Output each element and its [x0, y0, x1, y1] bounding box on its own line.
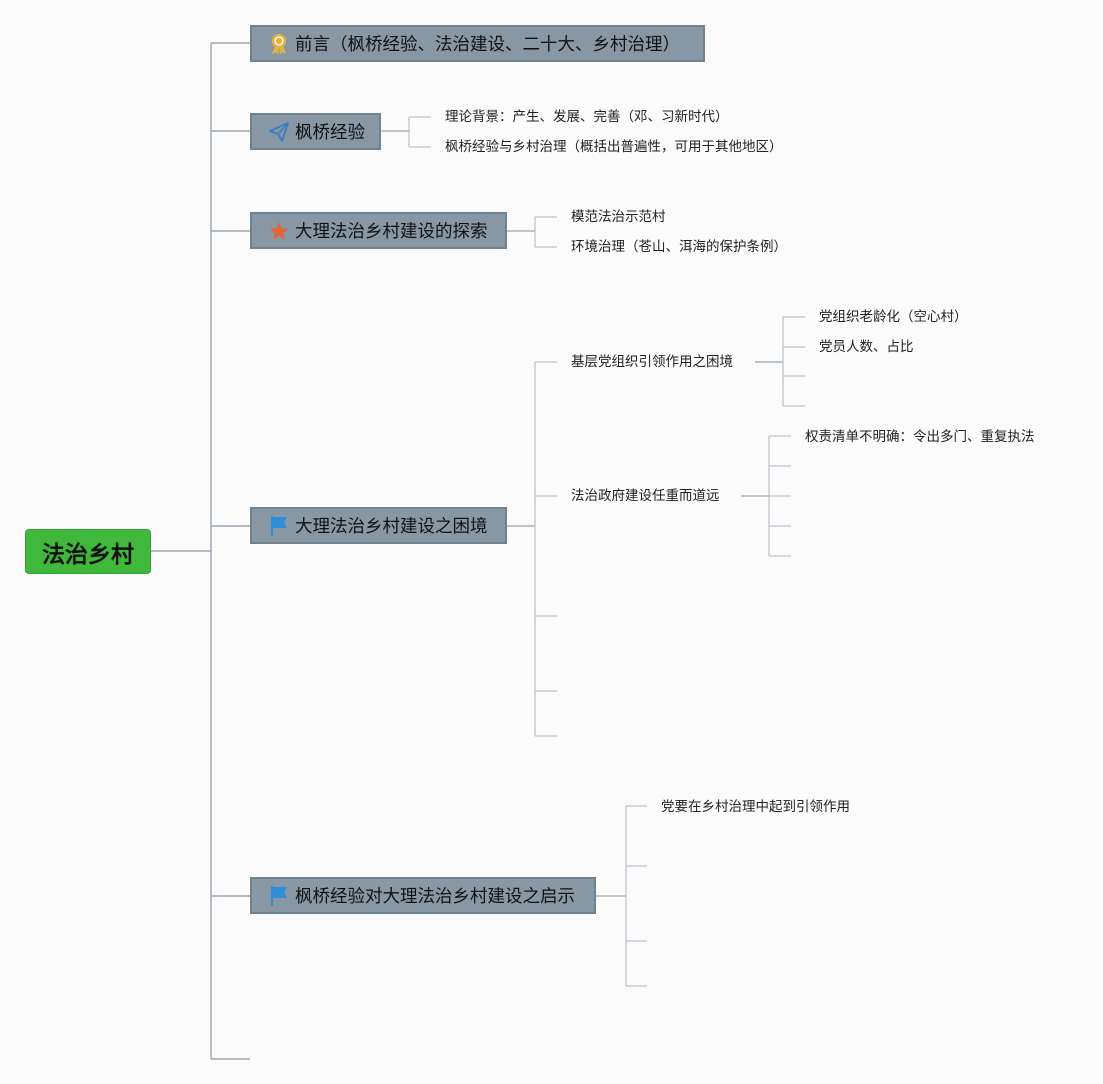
branch-dali-exploration[interactable]: 大理法治乡村建设的探索 [250, 212, 507, 249]
flag-icon [268, 515, 290, 537]
subtopic-fengqiao-rural-governance[interactable]: 枫桥经验与乡村治理（概括出普遍性，可用于其他地区） [445, 138, 783, 156]
subtopic-label: 党要在乡村治理中起到引领作用 [661, 799, 850, 815]
root-topic[interactable]: 法治乡村 [25, 529, 151, 574]
star-icon [268, 220, 290, 242]
root-topic-label: 法治乡村 [42, 541, 134, 568]
subtopic-party-organization-dilemma[interactable]: 基层党组织引领作用之困境 [571, 353, 733, 371]
paper-plane-icon [268, 121, 290, 143]
subtopic-label: 枫桥经验与乡村治理（概括出普遍性，可用于其他地区） [445, 139, 783, 155]
subtopic-responsibility-list[interactable]: 权责清单不明确：令出多门、重复执法 [805, 428, 1035, 446]
branch-fengqiao-experience[interactable]: 枫桥经验 [250, 113, 381, 150]
branch-fengqiao-enlightenment-label: 枫桥经验对大理法治乡村建设之启示 [295, 887, 575, 907]
subtopic-label: 党员人数、占比 [819, 339, 914, 355]
subtopic-rule-of-law-government[interactable]: 法治政府建设任重而道远 [571, 487, 720, 505]
subtopic-label: 环境治理（苍山、洱海的保护条例） [571, 239, 787, 255]
subtopic-party-leading-role[interactable]: 党要在乡村治理中起到引领作用 [661, 798, 850, 816]
subtopic-party-member-count[interactable]: 党员人数、占比 [819, 338, 914, 356]
branch-dali-exploration-label: 大理法治乡村建设的探索 [295, 222, 488, 242]
flag-icon [268, 885, 290, 907]
branch-dali-dilemma[interactable]: 大理法治乡村建设之困境 [250, 507, 507, 544]
subtopic-label: 模范法治示范村 [571, 209, 666, 225]
subtopic-environment-governance[interactable]: 环境治理（苍山、洱海的保护条例） [571, 238, 787, 256]
subtopic-label: 权责清单不明确：令出多门、重复执法 [805, 429, 1035, 445]
subtopic-label: 法治政府建设任重而道远 [571, 488, 720, 504]
subtopic-label: 基层党组织引领作用之困境 [571, 354, 733, 370]
branch-preface-label: 前言（枫桥经验、法治建设、二十大、乡村治理） [295, 35, 680, 55]
subtopic-model-village[interactable]: 模范法治示范村 [571, 208, 666, 226]
ribbon-award-icon [268, 33, 290, 55]
branch-fengqiao-experience-label: 枫桥经验 [295, 123, 365, 143]
branch-dali-dilemma-label: 大理法治乡村建设之困境 [295, 517, 488, 537]
subtopic-label: 理论背景：产生、发展、完善（邓、习新时代） [445, 109, 729, 125]
subtopic-party-aging[interactable]: 党组织老龄化（空心村） [819, 308, 968, 326]
subtopic-theory-background[interactable]: 理论背景：产生、发展、完善（邓、习新时代） [445, 108, 729, 126]
branch-fengqiao-enlightenment[interactable]: 枫桥经验对大理法治乡村建设之启示 [250, 877, 596, 914]
branch-preface[interactable]: 前言（枫桥经验、法治建设、二十大、乡村治理） [250, 25, 705, 62]
subtopic-label: 党组织老龄化（空心村） [819, 309, 968, 325]
